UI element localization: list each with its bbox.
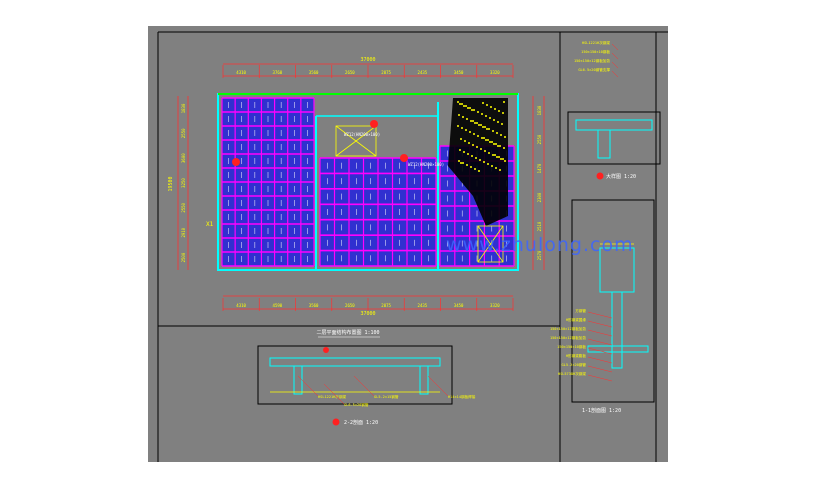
dim-value: 3320: [490, 70, 500, 75]
callout-label: 方钢管: [575, 308, 586, 313]
dim-total-left: 19500: [168, 176, 174, 191]
detail-a: HSL1221H次钢梁 150×150×10钢板 150×150×12钢板加劲 GL6…: [567, 40, 661, 180]
dim-value: 2910: [181, 227, 186, 237]
dim-value: 2550: [537, 134, 542, 144]
dimension-top: 37000 4310 3760 3560 2650 2075 2435 3450 3320: [222, 57, 514, 78]
callout-label: GL5.2×20钢管: [562, 362, 587, 367]
dim-value: 3560: [309, 70, 319, 75]
dim-value: 3250: [181, 178, 186, 188]
detail-a-title: 大样图 1:20: [606, 173, 636, 180]
callout-marker-3: [232, 158, 240, 166]
callout-label: GL6.5×20钢管: [344, 402, 369, 407]
plan-title: 二层平面结构布置图 1:100: [316, 329, 379, 336]
dim-value: 2435: [418, 70, 428, 75]
note-1: WZ12(HN200×100): [344, 132, 380, 137]
watermark: www.zhulong.com: [446, 234, 634, 256]
stair-hatch: [448, 98, 508, 226]
dim-value: 3760: [273, 70, 283, 75]
callout-label: HSL1221H次钢梁: [318, 394, 346, 399]
callout-marker-2: [400, 154, 408, 162]
dim-value: 4310: [236, 303, 246, 308]
callout-label: H形钢梁翼缘: [566, 317, 587, 322]
dim-value: 2650: [345, 70, 355, 75]
dimension-right: 1830 2550 1470 2300 2510 2570: [532, 96, 545, 270]
callout-label: 150×150×12钢板加劲: [574, 58, 610, 63]
callout-label: 150×150×10钢板: [581, 49, 610, 54]
dim-value: 2500: [181, 252, 186, 262]
dim-total-top: 37000: [360, 57, 375, 63]
floor-grid-middle: [319, 157, 437, 267]
drawing-sheet: 37000 4310 3760 3560 2650 2075 2435 3450 3320 3…: [148, 26, 668, 462]
dim-value: 3600: [181, 153, 186, 163]
dim-value: 2510: [537, 221, 542, 231]
detail-c: GL5.2×15钢管 HSL1221H次钢梁 GL6.5×20钢管 H14×14钢板焊…: [257, 345, 476, 426]
dim-value: 1830: [537, 105, 542, 115]
opening-marks: [335, 125, 504, 263]
cad-drawing: 37000 4310 3760 3560 2650 2075 2435 3450 3320 3…: [157, 31, 668, 462]
callout-label: 150×150×12钢板加劲: [550, 326, 586, 331]
dim-total-bottom: 37000: [360, 311, 375, 317]
dim-value: 2075: [381, 303, 391, 308]
dim-value: 2650: [345, 303, 355, 308]
dim-value: 3450: [454, 303, 464, 308]
dim-value: 2075: [381, 70, 391, 75]
dim-value: 2550: [181, 202, 186, 212]
dim-value: 3560: [309, 303, 319, 308]
dim-value: 1470: [537, 163, 542, 173]
dimension-bottom: 37000 4310 4590 3560 2650 2075 2435 3450 3320: [222, 295, 514, 317]
dim-value: 4310: [236, 70, 246, 75]
dim-value: 3450: [454, 70, 464, 75]
callout-label: 150×150×10钢板: [557, 344, 586, 349]
callout-label: 150×150×12钢板加劲: [550, 335, 586, 340]
callout-marker-1: [370, 120, 378, 128]
label-x1: X1: [206, 221, 214, 228]
dim-value: 3320: [490, 303, 500, 308]
detail-b: 方钢管 H形钢梁翼缘 150×150×12钢板加劲 150×150×12钢板加劲 150…: [550, 199, 655, 414]
note-2: WZ12(HN200×100): [408, 162, 444, 167]
callout-label: HSL5730H次钢梁: [558, 371, 586, 376]
detail-c-title: 2-2剖面 1:20: [344, 419, 378, 426]
dim-value: 1830: [181, 103, 186, 113]
callout-label: H形钢梁腹板: [566, 353, 587, 358]
dim-value: 2435: [418, 303, 428, 308]
dim-value: 2300: [537, 192, 542, 202]
dim-value: 2550: [181, 128, 186, 138]
callout-label: HSL1221H次钢梁: [582, 40, 610, 45]
dim-value: 4590: [273, 303, 283, 308]
dim-value: 2570: [537, 250, 542, 260]
floor-grid-left: [221, 97, 315, 267]
callout-label: GL6.5×20钢管支撑: [578, 67, 610, 72]
callout-label: GL5.2×15钢管: [374, 394, 399, 399]
dimension-left: 19500 1830 2550 3600 3250 2550 2910 2500: [168, 96, 189, 270]
detail-b-title: 1-1剖面图 1:20: [582, 407, 621, 414]
callout-label: H14×14钢板焊接: [448, 394, 476, 399]
